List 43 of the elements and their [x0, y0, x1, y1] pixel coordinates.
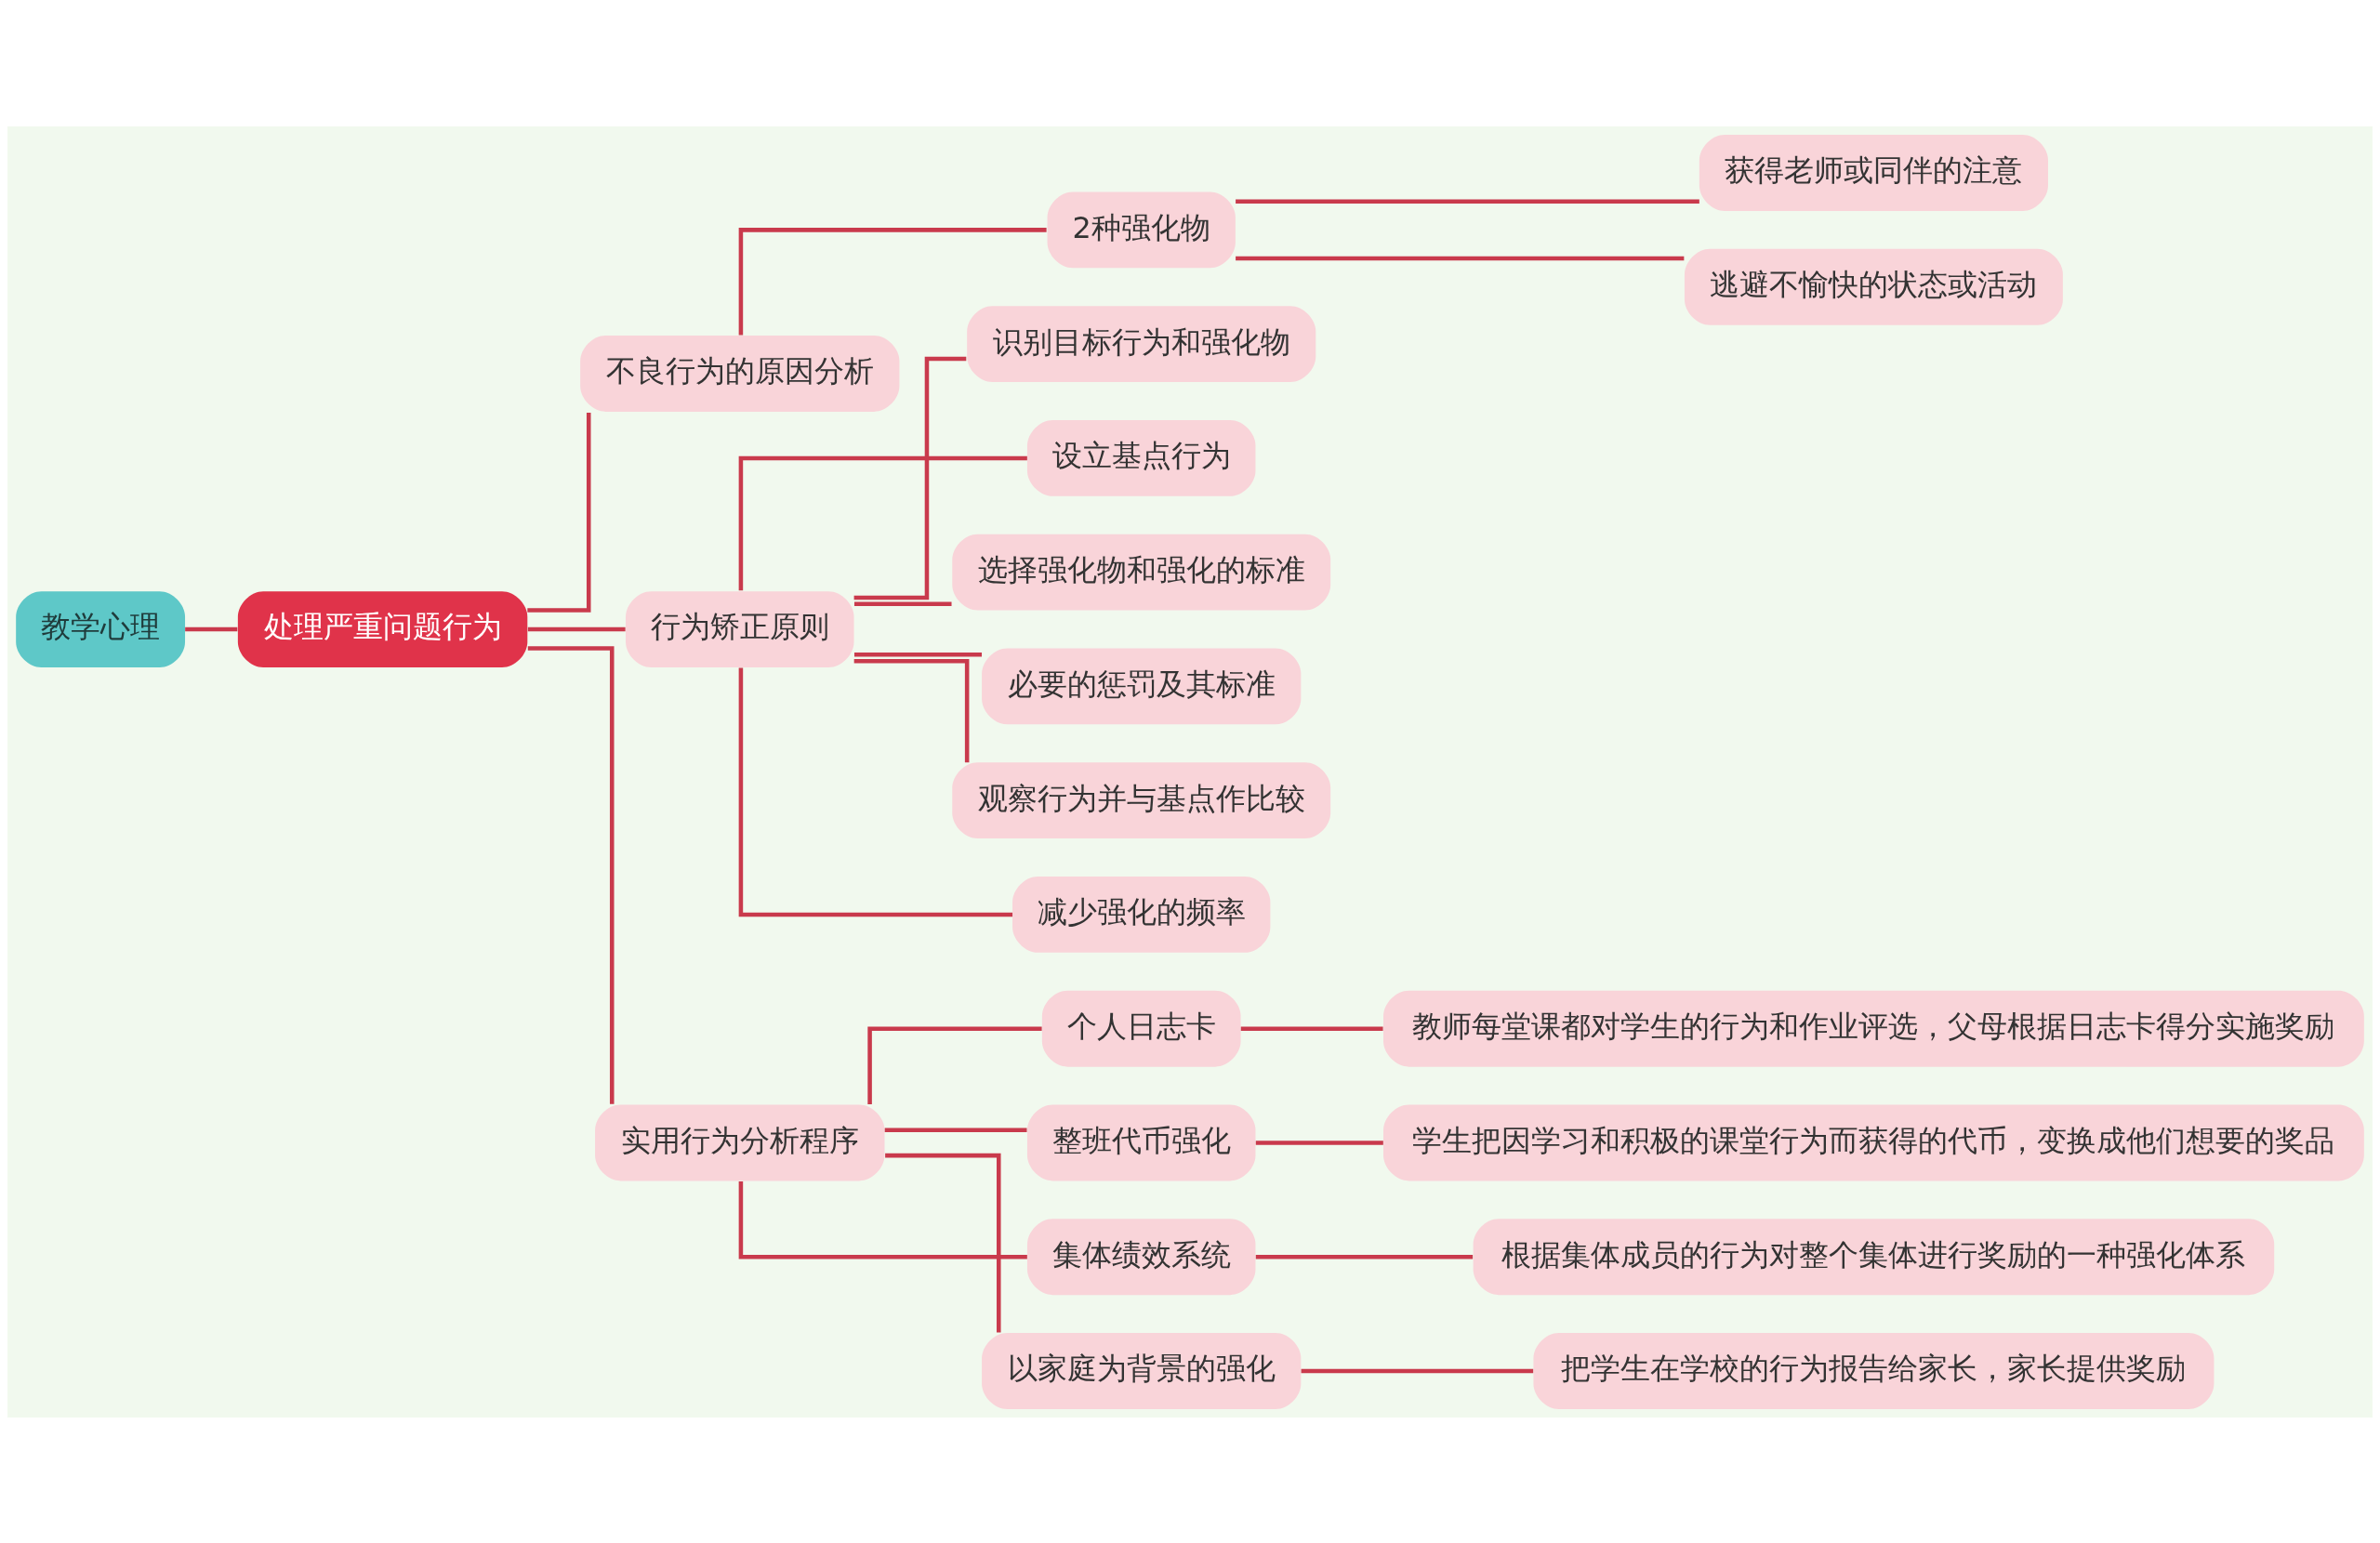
node-box: 逃避不愉快的状态或活动 — [1684, 248, 2063, 325]
node-box: 实用行为分析程序 — [595, 1104, 885, 1180]
connector — [185, 626, 238, 631]
connector — [1301, 1368, 1534, 1373]
node-box: 观察行为并与基点作比较 — [952, 761, 1331, 838]
connector — [885, 1153, 1001, 1332]
connector — [738, 455, 1027, 590]
connector — [1236, 198, 1699, 204]
connector — [1255, 1140, 1383, 1145]
connector — [853, 658, 970, 762]
connector — [738, 1180, 1027, 1259]
node-box: 集体绩效系统 — [1026, 1218, 1256, 1295]
connector — [853, 356, 967, 600]
node-box: 减少强化的频率 — [1012, 876, 1271, 953]
node-box: 整班代币强化 — [1026, 1104, 1256, 1180]
connector — [1255, 1254, 1474, 1259]
connector — [738, 227, 1047, 336]
connector — [853, 652, 983, 657]
node-box: 不良行为的原因分析 — [580, 335, 900, 412]
connector — [1236, 256, 1685, 260]
connector — [884, 1128, 1027, 1132]
node-box: 获得老师或同伴的注意 — [1699, 134, 2048, 211]
node-box: 以家庭为背景的强化 — [982, 1332, 1302, 1409]
connector — [527, 645, 615, 1104]
node-box: 教师每堂课都对学生的行为和作业评选，父母根据日志卡得分实施奖励 — [1383, 990, 2364, 1067]
connector — [738, 666, 1013, 917]
node-box: 处理严重问题行为 — [237, 590, 528, 667]
node-box: 教学心理 — [16, 590, 186, 667]
node-box: 必要的惩罚及其标准 — [982, 648, 1302, 724]
connector — [527, 412, 591, 613]
node-box: 个人日志卡 — [1041, 990, 1241, 1067]
node-box: 设立基点行为 — [1026, 419, 1256, 496]
node-box: 把学生在学校的行为报告给家长，家长提供奖励 — [1533, 1332, 2215, 1409]
node-box: 根据集体成员的行为对整个集体进行奖励的一种强化体系 — [1473, 1218, 2275, 1295]
node-box: 2种强化物 — [1047, 191, 1236, 268]
connector — [867, 1025, 1042, 1104]
connector — [853, 601, 952, 606]
node-box: 学生把因学习和积极的课堂行为而获得的代币，变换成他们想要的奖品 — [1383, 1104, 2364, 1180]
node-box: 行为矫正原则 — [626, 590, 854, 667]
connector — [527, 626, 626, 631]
connector — [1240, 1025, 1383, 1031]
node-box: 识别目标行为和强化物 — [967, 305, 1316, 382]
node-box: 选择强化物和强化的标准 — [952, 534, 1331, 611]
